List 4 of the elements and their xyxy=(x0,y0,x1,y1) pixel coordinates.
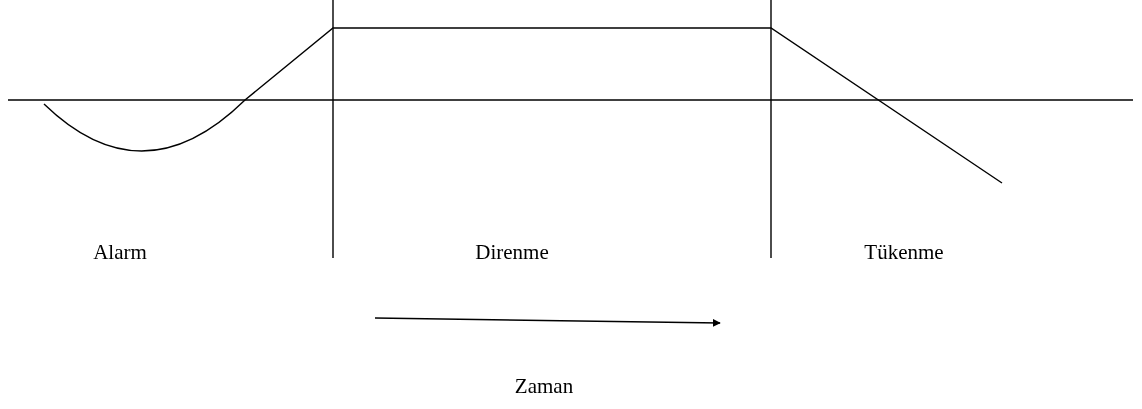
phase-label: Tükenme xyxy=(864,239,944,265)
phase-label: Alarm xyxy=(93,239,147,265)
axis-label: Zaman xyxy=(514,373,574,399)
phase-label: Direnme xyxy=(475,239,549,265)
